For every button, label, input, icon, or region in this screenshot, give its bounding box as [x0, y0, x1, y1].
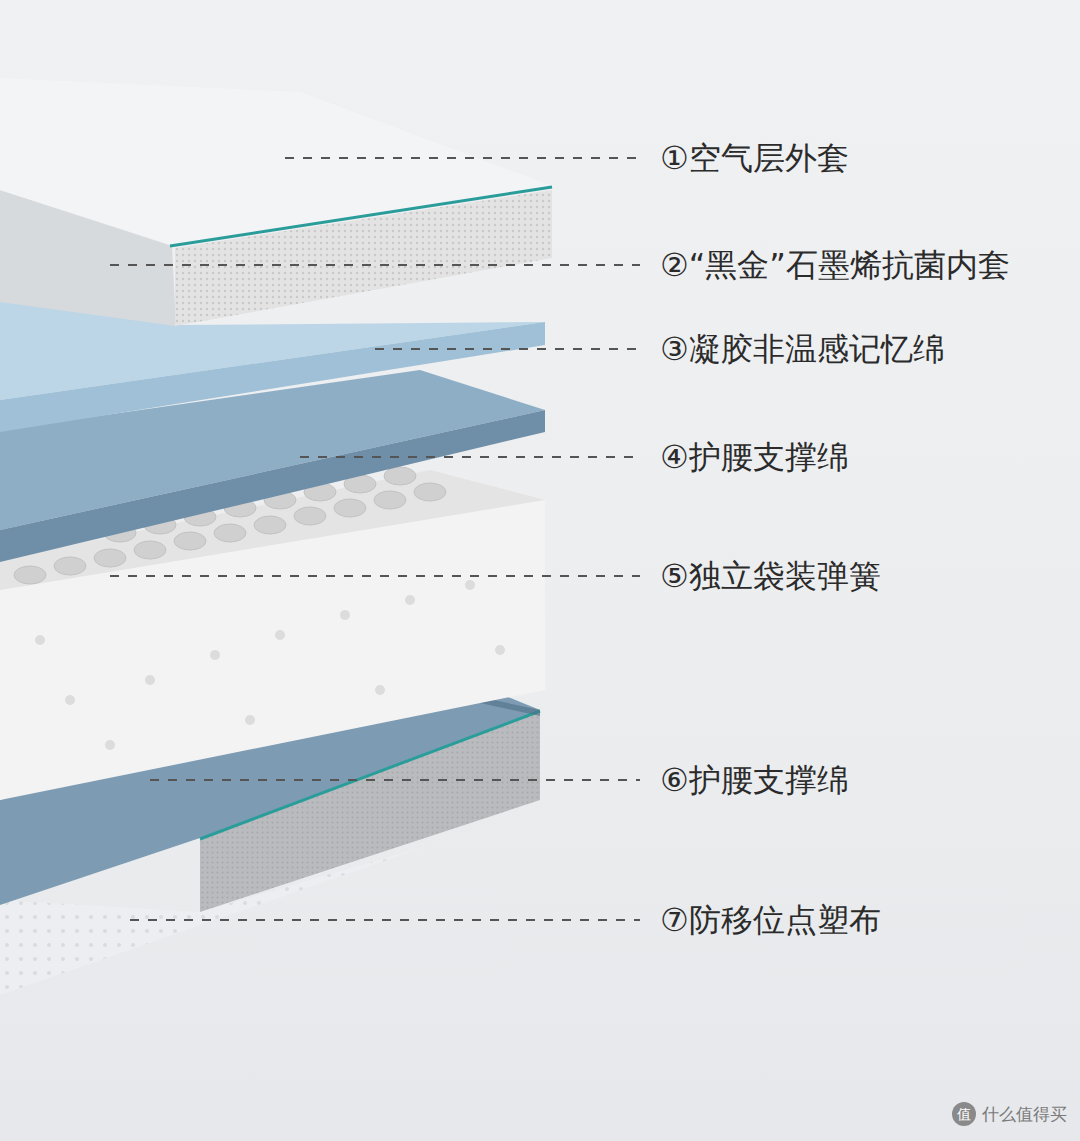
layer-label: ④护腰支撑绵	[660, 438, 849, 476]
layer-label: ①空气层外套	[660, 139, 849, 177]
layer-label: ③凝胶非温感记忆绵	[660, 330, 945, 368]
layer-label: ②“黑金”石墨烯抗菌内套	[660, 246, 1010, 284]
layer-label: ⑥护腰支撑绵	[660, 761, 849, 799]
watermark: 什么值得买	[982, 1104, 1067, 1124]
watermark-icon: 值	[952, 1102, 976, 1126]
layer-label: ⑤独立袋装弹簧	[660, 557, 881, 595]
layer-label: ⑦防移位点塑布	[660, 901, 881, 939]
